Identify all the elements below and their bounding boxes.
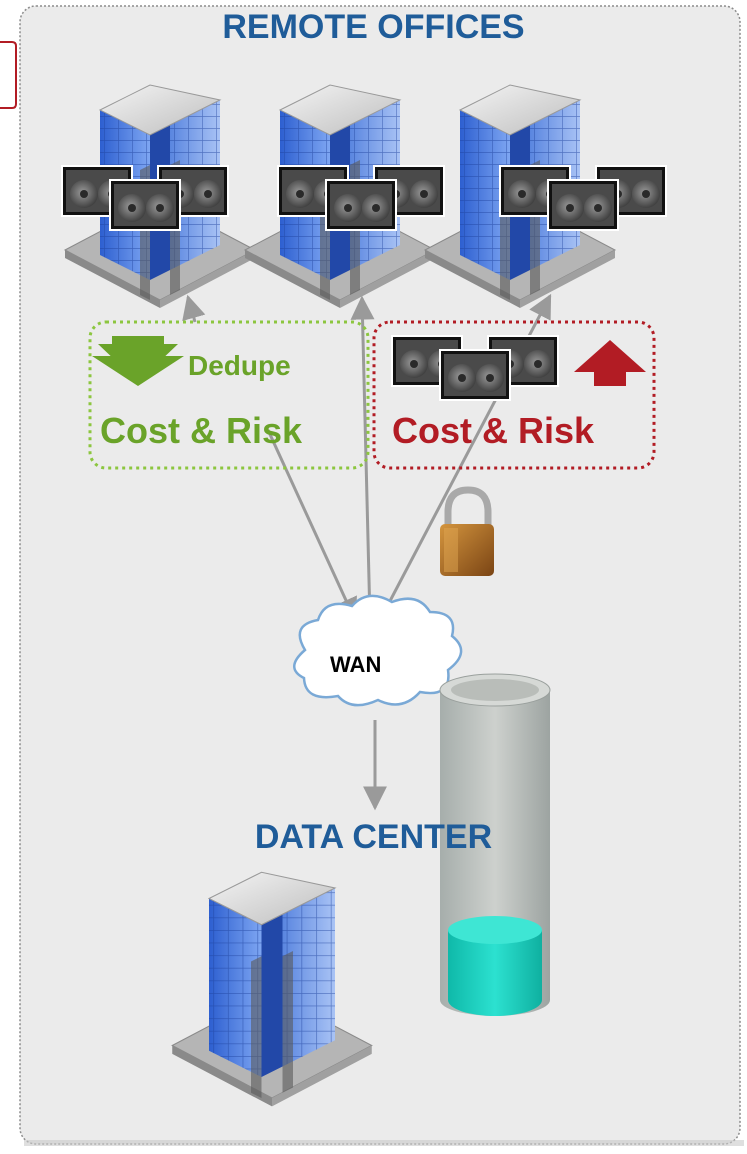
arrow-down-icon-shape [92,336,184,386]
dedupe-box [88,320,370,470]
storage-cylinder-icon [439,673,551,1016]
padlock-icon [440,486,494,576]
tape-risk-box [372,320,656,470]
cost-risk-dedupe-label: Cost & Risk [100,410,303,451]
link-office-1-wan [266,429,357,623]
arrow-up-icon [574,340,646,386]
wan-cloud-icon [293,594,463,707]
data-center-title: DATA CENTER [254,818,493,856]
link-office-1 [182,294,206,323]
offscreen-box [0,41,17,109]
wan-label: WAN [330,652,382,677]
dedupe-label: Dedupe [188,350,291,381]
remote-offices-title: REMOTE OFFICES [222,8,525,46]
cost-risk-tape-label: Cost & Risk [392,410,595,451]
diagram-panel [19,5,741,1145]
